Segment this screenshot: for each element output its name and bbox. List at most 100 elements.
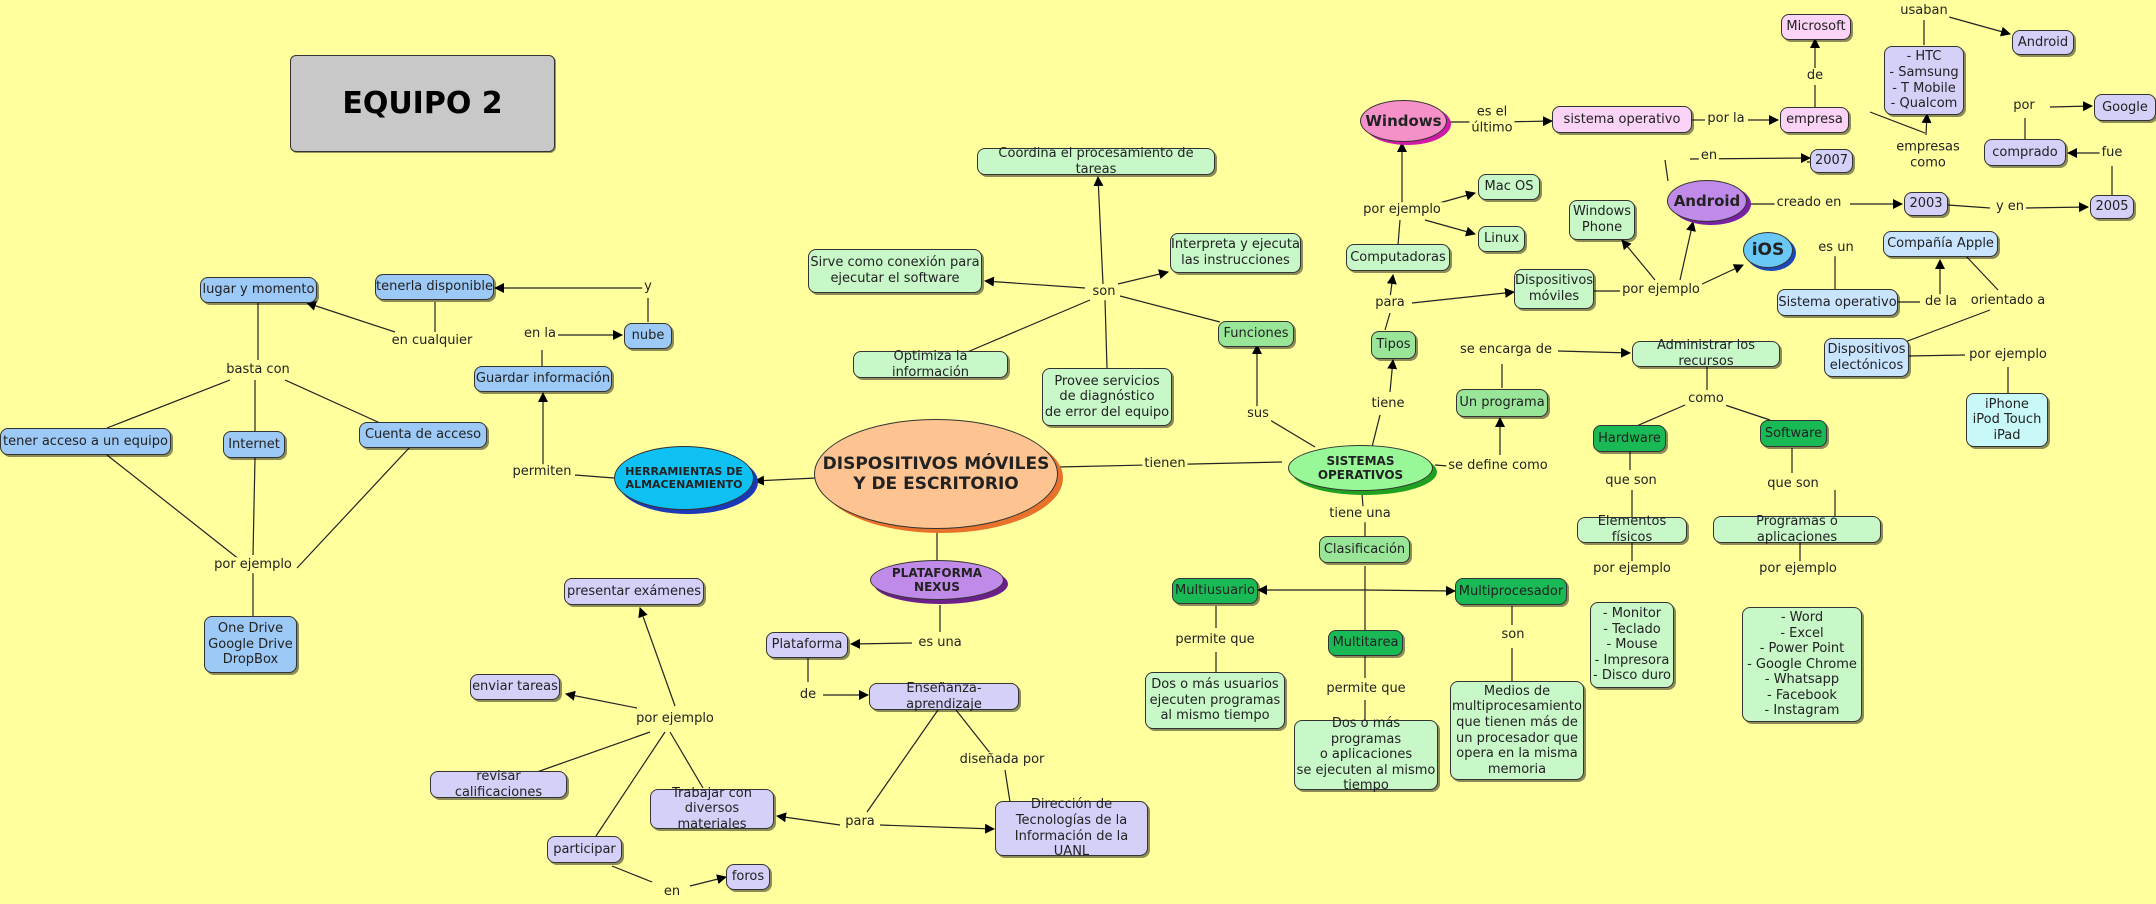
software-node[interactable]: Software [1760,420,1827,447]
internet-node[interactable]: Internet [223,431,285,458]
central-topic-node[interactable]: DISPOSITIVOS MÓVILES Y DE ESCRITORIO [814,419,1058,529]
label-y-en: y en [1993,199,2027,215]
iphone-list-node[interactable]: iPhone iPod Touch iPad [1966,393,2048,447]
un-programa-node[interactable]: Un programa [1456,389,1548,417]
ios-node[interactable]: iOS [1743,232,1793,268]
trabajar-materiales-node[interactable]: Trabajar con diversos materiales [650,786,774,832]
interpreta-node[interactable]: Interpreta y ejecuta las instrucciones [1170,233,1301,273]
coordina-node[interactable]: Coordina el procesamiento de tareas [977,146,1215,177]
windows-phone-node[interactable]: Windows Phone [1569,200,1635,240]
enviar-tareas-node[interactable]: enviar tareas [470,674,560,700]
label-creado-en: creado en [1774,195,1844,211]
microsoft-node[interactable]: Microsoft [1781,14,1851,40]
label-permite-que-mt: permite que [1324,681,1408,697]
label-como: como [1686,391,1726,407]
programas-aplicaciones-node[interactable]: Programas o aplicaciones [1713,514,1881,545]
herramientas-node[interactable]: HERRAMIENTAS DE ALMACENAMIENTO [614,446,754,510]
hardware-list-node[interactable]: - Monitor - Teclado - Mouse - Impresora … [1590,602,1674,688]
software-list-node[interactable]: - Word - Excel - Power Point - Google Ch… [1742,607,1862,722]
multiusuario-desc-node[interactable]: Dos o más usuarios ejecuten programas al… [1145,672,1285,729]
tenerla-disponible-node[interactable]: tenerla disponible [375,274,494,300]
linux-node[interactable]: Linux [1478,226,1525,252]
revisar-calificaciones-node[interactable]: revisar calificaciones [430,769,567,800]
label-en-la: en la [522,326,558,342]
tipos-node[interactable]: Tipos [1371,331,1416,359]
label-es-el-ultimo: es el último [1469,104,1515,136]
label-tiene-una: tiene una [1327,506,1393,522]
windows-node[interactable]: Windows [1360,100,1447,142]
label-permite-que-mu: permite que [1173,632,1257,648]
label-en-cualquier: en cualquier [389,333,475,349]
guardar-informacion-node[interactable]: Guardar información [474,366,612,392]
plataforma-node[interactable]: Plataforma [766,632,848,658]
sistemas-operativos-node[interactable]: SISTEMAS OPERATIVOS [1288,445,1433,491]
provee-node[interactable]: Provee servicios de diagnóstico de error… [1042,368,1172,426]
multiusuario-node[interactable]: Multiusuario [1172,578,1258,604]
year-2007-node[interactable]: 2007 [1810,149,1853,173]
clasificacion-node[interactable]: Clasificación [1319,536,1410,563]
comprado-node[interactable]: comprado [1984,139,2066,166]
computadoras-node[interactable]: Computadoras [1346,244,1450,271]
label-es-un: es un [1816,240,1856,256]
acceso-equipo-node[interactable]: tener acceso a un equipo [0,428,171,455]
android-node[interactable]: Android [1667,180,1747,222]
label-tiene: tiene [1369,396,1407,412]
multitarea-desc-node[interactable]: Dos o más programas o aplicaciones se ej… [1294,716,1438,793]
conexion-node[interactable]: Sirve como conexión para ejecutar el sof… [808,249,982,293]
label-para-tipos: para [1373,295,1407,311]
lugar-momento-node[interactable]: lugar y momento [200,277,317,303]
elementos-fisicos-node[interactable]: Elementos físicos [1577,514,1687,545]
dispositivos-moviles-node[interactable]: Dispositivos móviles [1514,269,1594,309]
label-tienen: tienen [1142,456,1188,472]
cuenta-acceso-node[interactable]: Cuenta de acceso [359,422,487,448]
empresa-node[interactable]: empresa [1780,107,1849,133]
cloud-services-node[interactable]: One Drive Google Drive DropBox [204,616,297,673]
label-de-nexus: de [797,687,819,703]
multiprocesador-desc-node[interactable]: Medios de multiprocesamiento que tienen … [1450,681,1584,780]
label-por-ejemplo-ios: por ejemplo [1967,347,2049,363]
administrar-recursos-node[interactable]: Administrar los recursos [1632,338,1780,369]
label-empresas-como: empresas como [1894,139,1962,171]
htc-list-node[interactable]: - HTC - Samsung - T Mobile - Qualcom [1884,46,1964,115]
label-por-ejemplo-computadoras: por ejemplo [1361,202,1443,218]
direccion-tecnologias-node[interactable]: Dirección de Tecnologías de la Informaci… [995,797,1148,859]
participar-node[interactable]: participar [547,836,622,863]
label-son-funciones: son [1090,284,1118,300]
label-se-encarga-de: se encarga de [1458,342,1554,358]
label-por-ejemplo-nexus: por ejemplo [634,711,716,727]
dispositivos-electronicos-node[interactable]: Dispositivos electónicos [1824,338,1909,377]
multiprocesador-node[interactable]: Multiprocesador [1455,578,1567,605]
label-sus: sus [1245,406,1271,422]
label-son-mp: son [1499,627,1527,643]
google-node[interactable]: Google [2094,94,2156,121]
label-que-son-sw: que son [1765,476,1821,492]
label-que-son-hw: que son [1603,473,1659,489]
year-2005-node[interactable]: 2005 [2090,195,2134,219]
presentar-examenes-node[interactable]: presentar exámenes [564,578,704,605]
plataforma-nexus-node[interactable]: PLATAFORMA NEXUS [870,560,1004,600]
label-se-define-como: se define como [1446,458,1550,474]
label-por-ejemplo-hw: por ejemplo [1591,561,1673,577]
compania-apple-node[interactable]: Compañía Apple [1883,231,1998,257]
multitarea-node[interactable]: Multitarea [1328,630,1403,656]
sistema-operativo-node[interactable]: sistema operativo [1552,106,1692,133]
hardware-node[interactable]: Hardware [1593,425,1666,452]
optimiza-node[interactable]: Optimiza la información [853,349,1008,380]
ensenanza-aprendizaje-node[interactable]: Enseñanza-aprendizaje [869,681,1019,712]
label-de-la: de la [1923,294,1959,310]
funciones-node[interactable]: Funciones [1218,321,1294,347]
year-2003-node[interactable]: 2003 [1904,192,1948,216]
android-small-node[interactable]: Android [2012,30,2074,55]
nube-node[interactable]: nube [624,323,672,349]
label-por: por [2011,98,2037,114]
label-permiten: permiten [510,464,574,480]
label-basta-con: basta con [224,362,292,378]
label-es-una: es una [916,635,964,651]
macos-node[interactable]: Mac OS [1478,174,1540,200]
foros-node[interactable]: foros [726,864,770,890]
so-ios-node[interactable]: Sistema operativo [1777,289,1898,316]
label-fue: fue [2099,145,2125,161]
label-disenada-por: diseñada por [957,752,1047,768]
label-orientado-a: orientado a [1968,293,2048,309]
page-title: EQUIPO 2 [290,55,555,152]
